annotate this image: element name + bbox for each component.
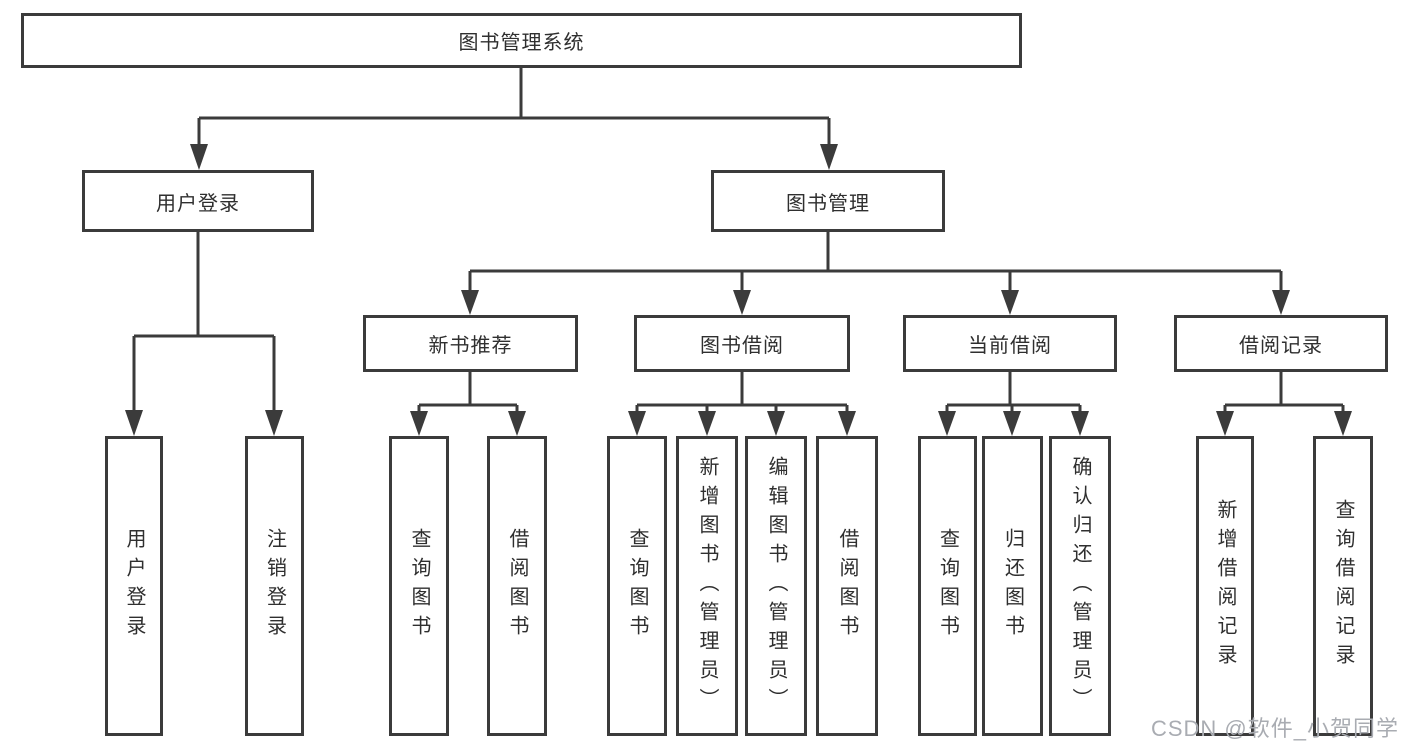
connector-new-book-recommend-to-leaves	[410, 372, 526, 436]
node-borrow-record: 借阅记录	[1174, 315, 1388, 372]
node-current-borrow: 当前借阅	[903, 315, 1117, 372]
arrow-down-icon	[410, 411, 428, 436]
arrow-down-icon	[1003, 411, 1021, 436]
arrow-down-icon	[1272, 290, 1290, 315]
connector-root-to-level2	[190, 68, 838, 170]
arrow-down-icon	[767, 411, 785, 436]
node-leaf-user-login: 用户登录	[105, 436, 163, 736]
arrow-down-icon	[1071, 411, 1089, 436]
node-book-management: 图书管理	[711, 170, 945, 232]
node-book-borrow: 图书借阅	[634, 315, 850, 372]
connector-book-borrow-to-leaves	[628, 372, 856, 436]
node-user-login: 用户登录	[82, 170, 314, 232]
arrow-down-icon	[265, 410, 283, 436]
arrow-down-icon	[938, 411, 956, 436]
node-leaf-query-book-current: 查询图书	[918, 436, 977, 736]
node-leaf-add-book-admin: 新增图书（管理员）	[676, 436, 738, 736]
arrow-down-icon	[190, 144, 208, 170]
arrow-down-icon	[508, 411, 526, 436]
connector-current-borrow-to-leaves	[938, 372, 1089, 436]
arrow-down-icon	[838, 411, 856, 436]
node-leaf-query-borrow-record: 查询借阅记录	[1313, 436, 1373, 736]
node-leaf-logout: 注销登录	[245, 436, 304, 736]
arrow-down-icon	[125, 410, 143, 436]
arrow-down-icon	[698, 411, 716, 436]
arrow-down-icon	[461, 290, 479, 315]
arrow-down-icon	[820, 144, 838, 170]
connector-borrow-record-to-leaves	[1216, 372, 1352, 436]
arrow-down-icon	[1334, 411, 1352, 436]
node-leaf-return-book: 归还图书	[982, 436, 1043, 736]
arrow-down-icon	[1001, 290, 1019, 315]
node-leaf-confirm-return-admin: 确认归还（管理员）	[1049, 436, 1111, 736]
connector-user-login-to-leaves	[125, 232, 283, 436]
arrow-down-icon	[733, 290, 751, 315]
node-new-book-recommend: 新书推荐	[363, 315, 578, 372]
node-leaf-query-book-recommend: 查询图书	[389, 436, 449, 736]
node-leaf-borrow-book-recommend: 借阅图书	[487, 436, 547, 736]
node-leaf-borrow-book-borrow: 借阅图书	[816, 436, 878, 736]
arrow-down-icon	[628, 411, 646, 436]
node-leaf-edit-book-admin: 编辑图书（管理员）	[745, 436, 807, 736]
node-root: 图书管理系统	[21, 13, 1022, 68]
node-leaf-query-book-borrow: 查询图书	[607, 436, 667, 736]
watermark: CSDN @软件_小贺同学	[1150, 716, 1399, 741]
connector-book-management-to-level3	[461, 232, 1290, 315]
arrow-down-icon	[1216, 411, 1234, 436]
node-leaf-add-borrow-record: 新增借阅记录	[1196, 436, 1254, 736]
